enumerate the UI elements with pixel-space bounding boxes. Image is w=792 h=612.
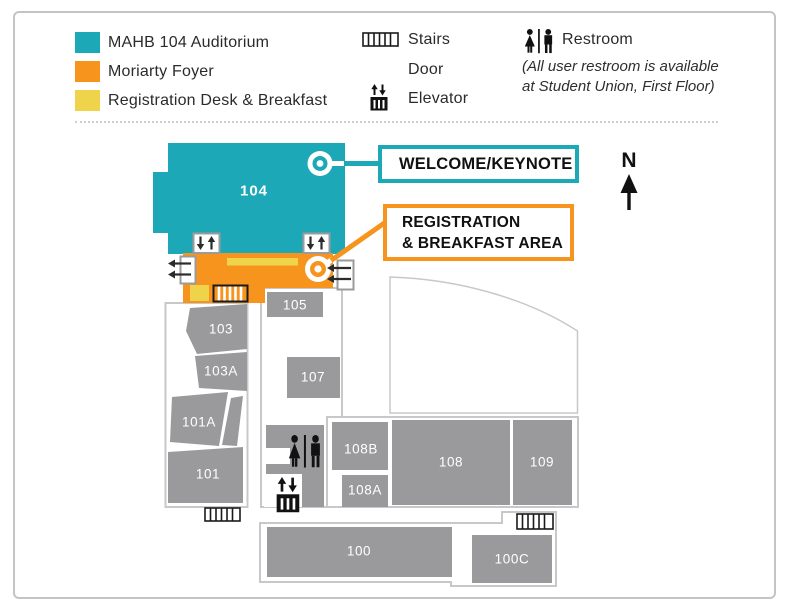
breakfast-square [190, 285, 209, 301]
restroom-icon [288, 435, 320, 468]
foyer-stairs-icon [212, 284, 249, 303]
restroom-notch [266, 448, 290, 464]
welcome-keynote-label: WELCOME/KEYNOTE [399, 154, 573, 173]
restroom-icon [524, 29, 553, 54]
wall-sliver [222, 396, 243, 446]
elevator-icon [276, 477, 300, 513]
room-label-107: 107 [300, 369, 326, 385]
north-label: N [621, 149, 637, 172]
welcome-connector [307, 151, 380, 176]
legend-label-registration: Registration Desk & Breakfast [108, 92, 328, 109]
registration-label-line2: & BREAKFAST AREA [402, 234, 564, 252]
rooms-gray [168, 292, 572, 583]
room-label-100c: 100C [494, 551, 530, 567]
legend-swatch-foyer [75, 61, 100, 82]
door-icon [327, 259, 355, 291]
door-icon [168, 255, 197, 285]
restroom-note-line1: (All user restroom is available [522, 58, 719, 75]
door-icon [192, 232, 221, 254]
legend-label-auditorium: MAHB 104 Auditorium [108, 34, 270, 51]
room-label-108: 108 [438, 454, 464, 470]
room-label-104: 104 [239, 182, 269, 200]
room-101 [168, 447, 243, 503]
room-101a [170, 392, 228, 446]
welcome-keynote-callout: WELCOME/KEYNOTE [378, 145, 579, 183]
legend-label-foyer: Moriarty Foyer [108, 63, 214, 80]
room-103a [195, 352, 247, 391]
door-icon [302, 232, 331, 254]
room-label-103: 103 [208, 321, 234, 337]
legend-swatch-auditorium [75, 32, 100, 53]
curved-hall-outline [389, 276, 579, 414]
room-label-105: 105 [282, 297, 308, 313]
registration-breakfast-callout: REGISTRATION & BREAKFAST AREA [383, 204, 574, 261]
auditorium-104-area [153, 143, 345, 254]
room-label-101a: 101A [182, 414, 216, 430]
room-100 [267, 527, 452, 577]
room-103 [186, 304, 247, 354]
legend-label-elevator: Elevator [408, 90, 469, 107]
page-frame [13, 11, 776, 599]
room-107 [287, 357, 340, 398]
room-105 [267, 292, 323, 317]
legend-label-restroom: Restroom [562, 31, 633, 48]
legend-label-door: Door [408, 61, 444, 78]
legend-swatch-registration [75, 90, 100, 111]
legend-label-stairs: Stairs [408, 31, 451, 48]
room-108 [392, 420, 510, 505]
legend-divider [75, 121, 718, 123]
restroom-note-line2: at Student Union, First Floor) [522, 78, 715, 95]
registration-connector [305, 219, 388, 282]
stairs-icon [516, 513, 554, 530]
room-label-100: 100 [346, 543, 372, 559]
room-label-108a: 108A [348, 482, 382, 498]
room-100c [472, 535, 552, 583]
registration-desk-strip [227, 258, 298, 266]
elevator-icon [370, 84, 388, 111]
room-label-108b: 108B [344, 441, 378, 457]
registration-label-line1: REGISTRATION [402, 213, 521, 231]
room-label-101: 101 [195, 466, 221, 482]
stairs-icon [362, 32, 399, 47]
room-label-109: 109 [529, 454, 555, 470]
room-label-103a: 103A [204, 363, 238, 379]
stairs-icon [204, 507, 241, 522]
room-108a [342, 475, 388, 507]
north-arrow-icon [620, 174, 638, 210]
room-109 [513, 420, 572, 505]
room-108b [332, 422, 388, 470]
